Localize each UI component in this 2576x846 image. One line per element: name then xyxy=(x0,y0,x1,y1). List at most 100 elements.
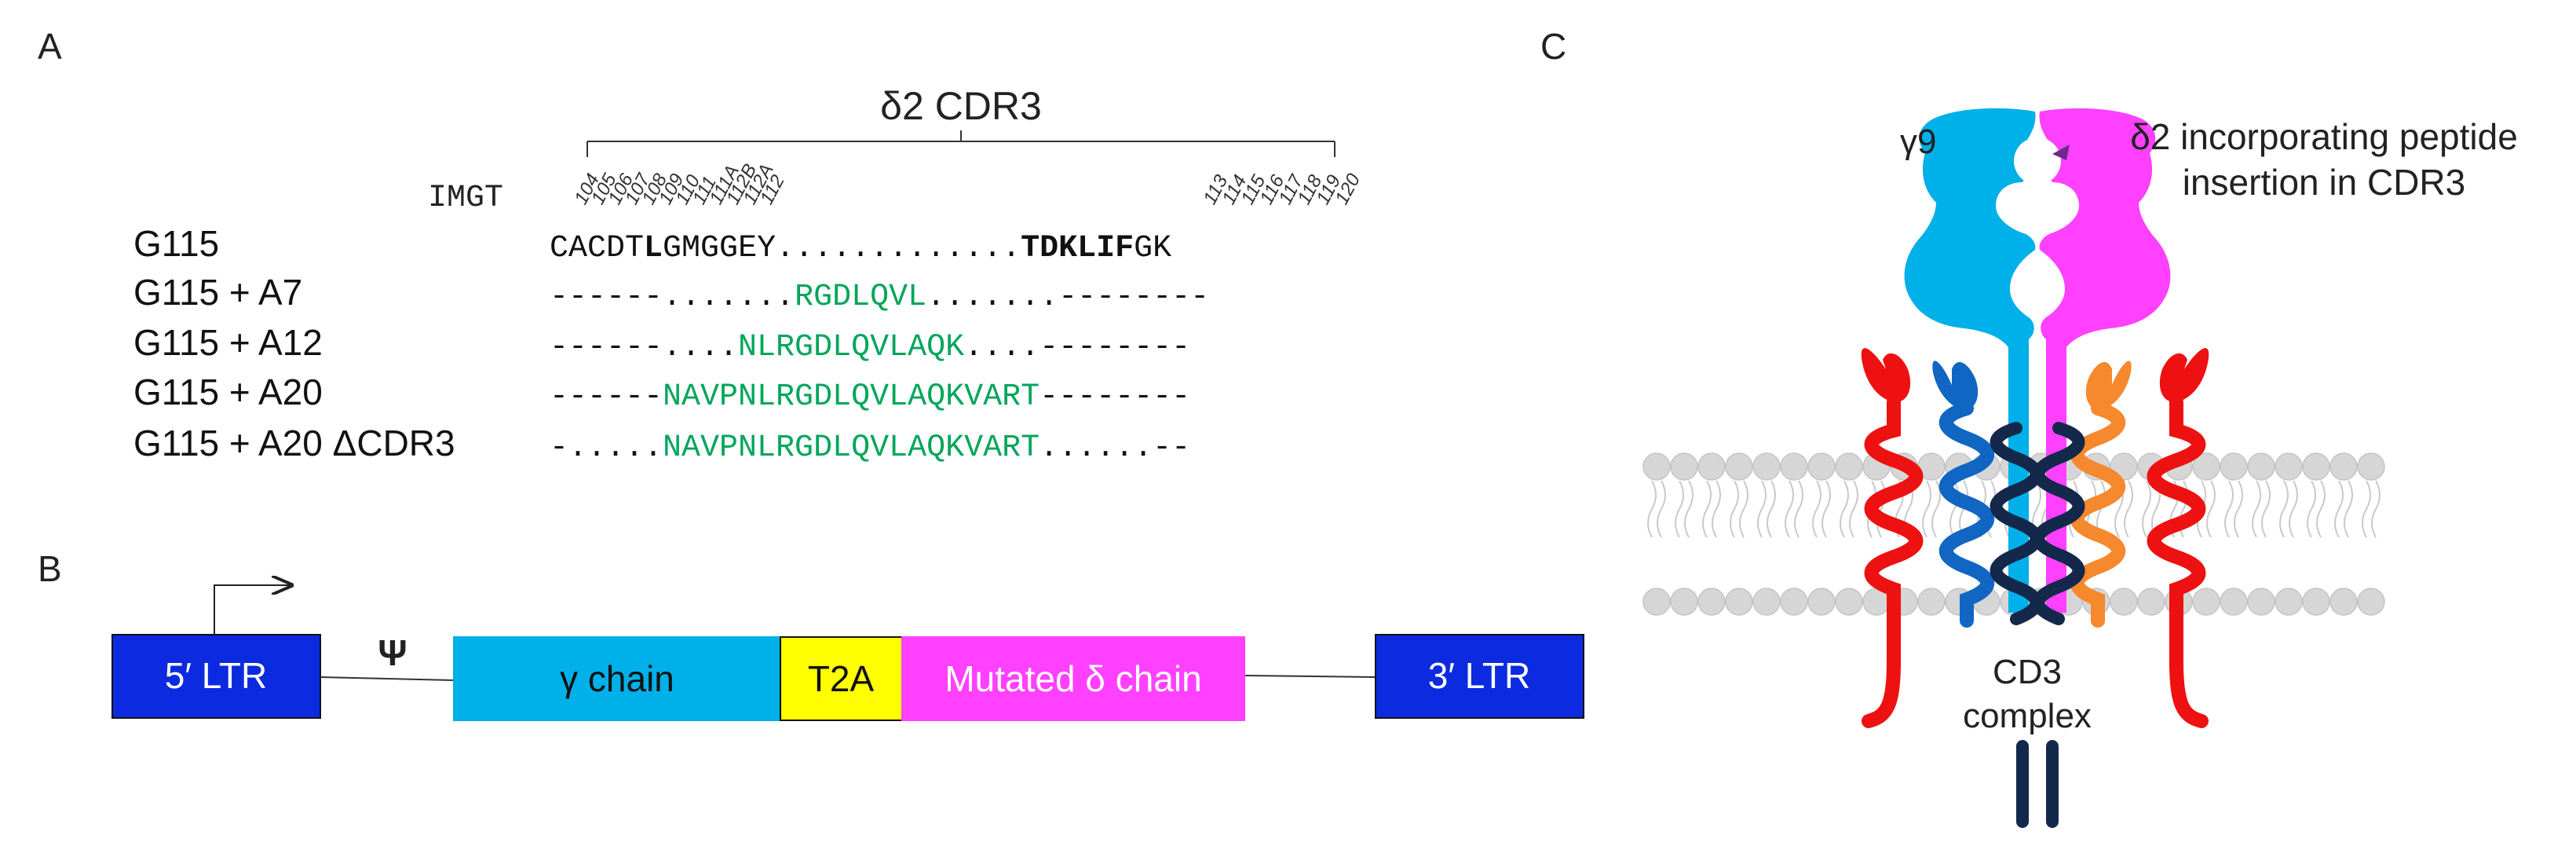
sequence-segment: ............. xyxy=(776,231,1021,266)
sequence-alignment: G115 CACDTLGMGGEY.............TDKLIFGK G11… xyxy=(133,223,1209,466)
vector-construct: 5′ LTR Ψ γ chain T2A Mutated δ chain 3′ … xyxy=(111,585,1584,721)
lipid-head xyxy=(2329,452,2358,481)
lipid-head xyxy=(1642,588,1671,616)
lipid-tails xyxy=(2334,480,2353,538)
lipid-tails xyxy=(1922,480,1941,538)
lipid-tails xyxy=(2362,480,2381,538)
row-label: G115 + A12 xyxy=(133,322,323,363)
lipid-tails xyxy=(1730,480,1748,538)
lipid-tails xyxy=(2279,480,2298,538)
cd3-label-line2: complex xyxy=(1963,697,2092,735)
ltr5-box xyxy=(111,634,321,719)
sequence-segment: GMGGEY xyxy=(663,231,776,266)
lipid-head xyxy=(1752,588,1781,616)
mutated-delta-chain-box xyxy=(901,636,1245,721)
sequence-segment: -------- xyxy=(1058,280,1209,315)
sequence-row: ------....NLRGDLQVLAQK....-------- xyxy=(550,330,1190,365)
t2a-box xyxy=(780,636,903,721)
sequence-segment: -..... xyxy=(550,430,663,466)
row-label: G115 + A20 ΔCDR3 xyxy=(133,423,455,463)
lipid-head xyxy=(2110,588,2138,616)
lipid-head xyxy=(1725,588,1753,616)
panel-b-letter: B xyxy=(38,548,62,589)
cdr3-bracket xyxy=(586,130,1336,157)
panel-a-letter: A xyxy=(38,26,62,67)
lipid-head xyxy=(2357,452,2385,481)
promoter-arrow-icon xyxy=(214,585,290,635)
sequence-segment: .... xyxy=(964,330,1040,365)
psi-label: Ψ xyxy=(378,632,407,673)
lipid-head xyxy=(1917,588,1946,616)
lipid-tails xyxy=(1702,480,1721,538)
cdr-loop-pocket xyxy=(2014,137,2061,185)
sequence-segment: NAVPNLRGDLQVLAQKVART xyxy=(663,430,1040,466)
sequence-segment: TDKLIF xyxy=(1021,231,1134,266)
lipid-head xyxy=(2302,452,2330,481)
sequence-segment: NLRGDLQVLAQK xyxy=(738,330,964,365)
lipid-head xyxy=(1752,452,1781,481)
lipid-head xyxy=(2302,588,2330,616)
sequence-segment: RGDLQVL xyxy=(795,280,926,315)
lipid-tails xyxy=(2307,480,2326,538)
sequence-segment: ......-- xyxy=(1040,430,1190,466)
lipid-tails xyxy=(1647,480,1666,538)
ltr3-box xyxy=(1375,634,1584,719)
mutated-delta-chain-label: Mutated δ chain xyxy=(945,658,1201,699)
lipid-head xyxy=(2329,588,2358,616)
delta2-label-line1: δ2 incorporating peptide xyxy=(2130,116,2518,157)
cd3-red-right xyxy=(2147,348,2209,728)
lipid-head xyxy=(2192,452,2220,481)
lipid-tails xyxy=(1757,480,1776,538)
sequence-segment: ....... xyxy=(926,280,1058,315)
row-label: G115 xyxy=(133,223,219,264)
gamma9-chain xyxy=(1904,108,2036,613)
lipid-head xyxy=(1807,452,1836,481)
delta2-label-line2: insertion in CDR3 xyxy=(2183,162,2465,203)
gamma9-label: γ9 xyxy=(1900,123,1936,161)
lipid-tails xyxy=(1785,480,1803,538)
lipid-tails xyxy=(2252,480,2271,538)
cd3-orange-right xyxy=(2070,361,2132,628)
lipid-head xyxy=(1697,452,1726,481)
lipid-head xyxy=(1780,588,1808,616)
lipid-head xyxy=(2247,588,2275,616)
linker-line-left xyxy=(320,676,455,681)
sequence-segment: -------- xyxy=(1040,379,1190,415)
lipid-head xyxy=(2137,588,2165,616)
sequence-segment: L xyxy=(644,231,663,266)
lipid-head xyxy=(2220,588,2248,616)
sequence-segment: .... xyxy=(663,330,738,365)
sequence-segment: ------ xyxy=(550,280,663,315)
sequence-row: -.....NAVPNLRGDLQVLAQKVART......-- xyxy=(550,430,1190,466)
lipid-head xyxy=(1642,452,1671,481)
row-label: G115 + A20 xyxy=(133,372,323,412)
lipid-head xyxy=(2275,452,2303,481)
cd3-red-left xyxy=(1861,348,1924,728)
lipid-head xyxy=(1835,588,1863,616)
cdr3-title: δ2 CDR3 xyxy=(880,84,1042,128)
sequence-row: ------NAVPNLRGDLQVLAQKVART-------- xyxy=(550,379,1190,415)
sequence-segment: GK xyxy=(1134,231,1171,266)
ltr3-label: 3′ LTR xyxy=(1428,655,1530,696)
sequence-segment: ------ xyxy=(550,330,663,365)
lipid-tails xyxy=(1675,480,1694,538)
lipid-tails xyxy=(1840,480,1858,538)
lipid-head xyxy=(2247,452,2275,481)
lipid-head xyxy=(1670,588,1698,616)
sequence-segment: CACDT xyxy=(550,231,644,266)
sequence-segment: NAVPNLRGDLQVLAQKVART xyxy=(663,379,1040,415)
cd3-blue-left xyxy=(1932,361,1994,628)
lipid-head xyxy=(1780,452,1808,481)
lipid-head xyxy=(1725,452,1753,481)
sequence-row: ------.......RGDLQVL.......-------- xyxy=(550,280,1209,315)
lipid-head xyxy=(1697,588,1726,616)
gamma-chain-label: γ chain xyxy=(560,658,674,699)
lipid-head xyxy=(2275,588,2303,616)
sequence-segment: ------ xyxy=(550,379,663,415)
imgt-position: 120 xyxy=(1331,170,1365,208)
lipid-tails xyxy=(2224,480,2243,538)
panel-c-letter: C xyxy=(1540,26,1566,67)
